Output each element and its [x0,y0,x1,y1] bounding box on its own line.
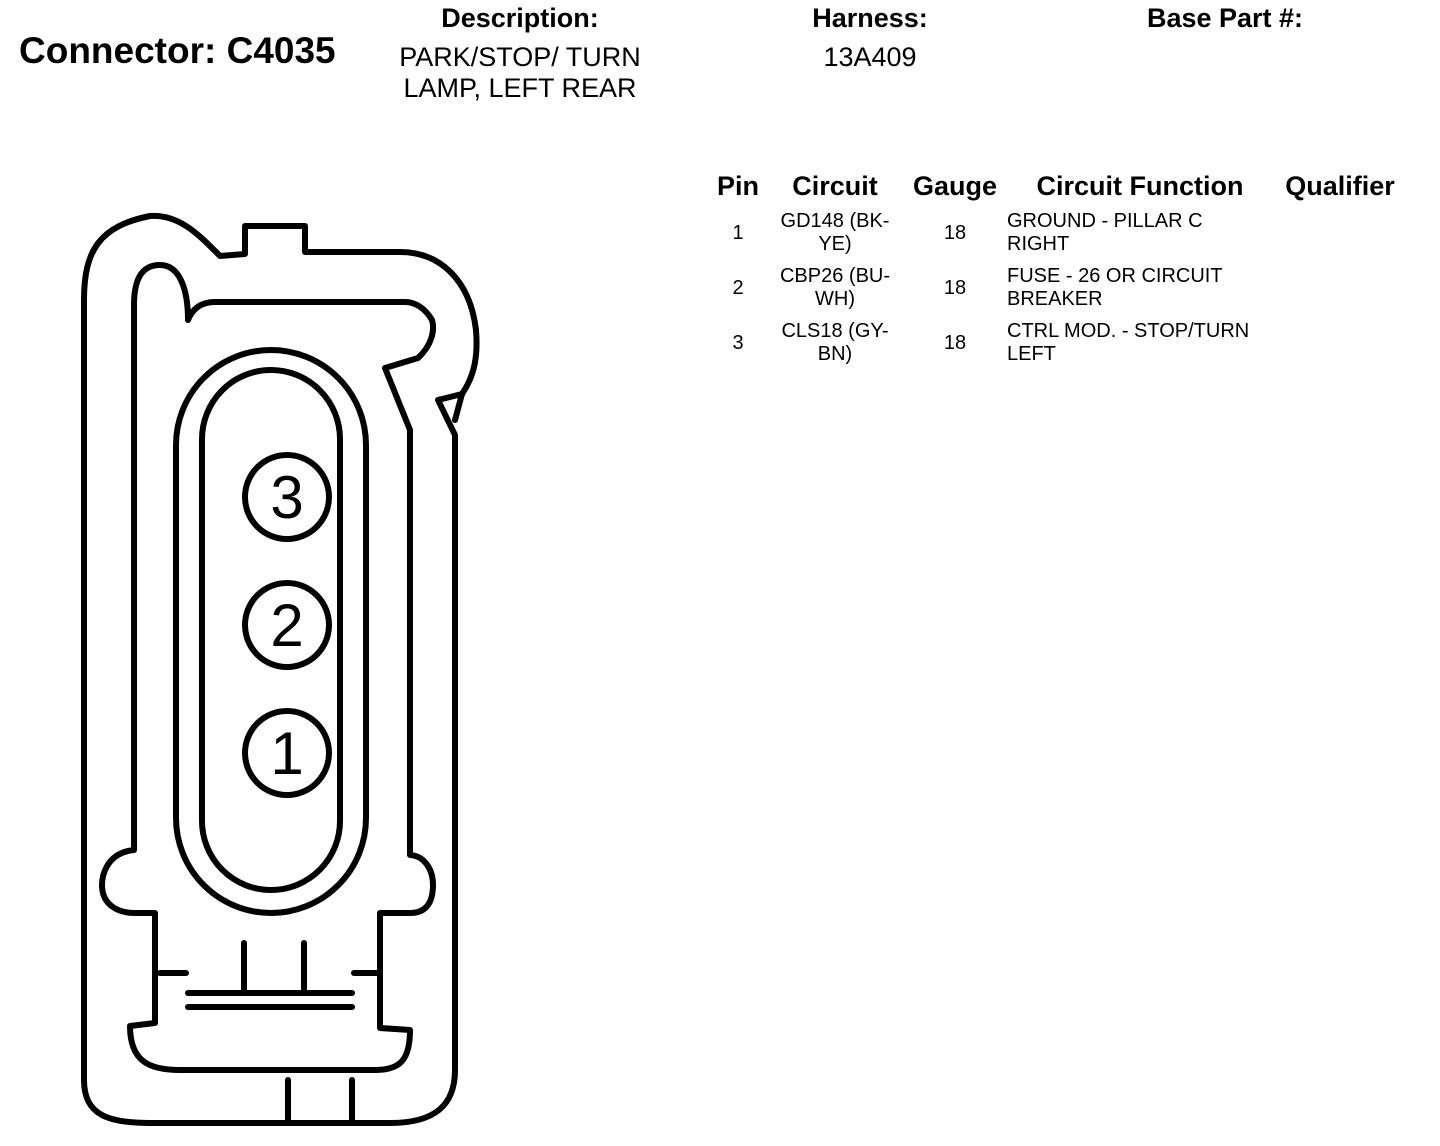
circuit-line: YE) [818,233,852,255]
pin-1-circle [242,708,332,798]
function-cell: GROUND - PILLAR C RIGHT [1007,210,1287,256]
circuit-line: BN) [817,343,853,365]
gauge-cell: 18 [943,332,967,354]
pin-cell: 2 [732,277,744,299]
function-line: RIGHT [1007,233,1070,255]
gauge-cell: 18 [943,222,967,244]
connector-title: Connector: C4035 [19,30,336,71]
circuit-line: GD148 (BK- [780,210,890,232]
pin-cavity-outer [173,347,369,916]
housing-inner-outline [99,262,437,1073]
circuit-line: CBP26 (BU- [779,265,891,287]
circuit-line: CLS18 (GY- [781,320,889,342]
column-header-circuit: Circuit [792,171,878,201]
column-header-function: Circuit Function [1036,171,1244,201]
circuit-cell: GD148 (BK- YE) [770,210,900,256]
circuit-cell: CLS18 (GY- BN) [770,320,900,366]
harness-label: Harness: [812,3,928,33]
description-value: PARK/STOP/ TURN LAMP, LEFT REAR [380,42,660,104]
harness-value: 13A409 [823,42,917,72]
description-line: LAMP, LEFT REAR [403,73,637,103]
pin-3-circle [242,452,332,542]
table-row: 3 CLS18 (GY- BN) 18 CTRL MOD. - STOP/TUR… [707,320,1417,370]
description-label: Description: [441,3,599,33]
function-cell: FUSE - 26 OR CIRCUIT BREAKER [1007,265,1287,311]
column-header-pin: Pin [716,171,759,201]
table-row: 2 CBP26 (BU- WH) 18 FUSE - 26 OR CIRCUIT… [707,265,1417,315]
description-line: PARK/STOP/ TURN [399,42,641,72]
connector-face-diagram: 3 2 1 [81,212,480,1126]
pin-1-label: 1 [270,720,303,787]
table-row: 1 GD148 (BK- YE) 18 GROUND - PILLAR C RI… [707,210,1417,260]
housing-outer-outline [81,212,480,1126]
pin-cell: 3 [732,332,744,354]
function-line: BREAKER [1007,288,1103,310]
function-line: CTRL MOD. - STOP/TURN [1007,320,1250,342]
base-part-label: Base Part #: [1146,3,1304,33]
pin-3-label: 3 [270,464,303,531]
circuit-line: WH) [815,288,855,310]
column-header-qualifier: Qualifier [1285,171,1395,201]
function-line: FUSE - 26 OR CIRCUIT [1007,265,1223,287]
latch-notch [452,391,465,423]
circuit-cell: CBP26 (BU- WH) [770,265,900,311]
column-header-gauge: Gauge [912,171,998,201]
pin-2-label: 2 [270,592,303,659]
pin-2-circle [242,580,332,670]
pin-cell: 1 [732,222,744,244]
function-cell: CTRL MOD. - STOP/TURN LEFT [1007,320,1287,366]
function-line: GROUND - PILLAR C [1007,210,1203,232]
gauge-cell: 18 [943,277,967,299]
function-line: LEFT [1007,343,1056,365]
pin-cavity-inner [199,367,343,893]
